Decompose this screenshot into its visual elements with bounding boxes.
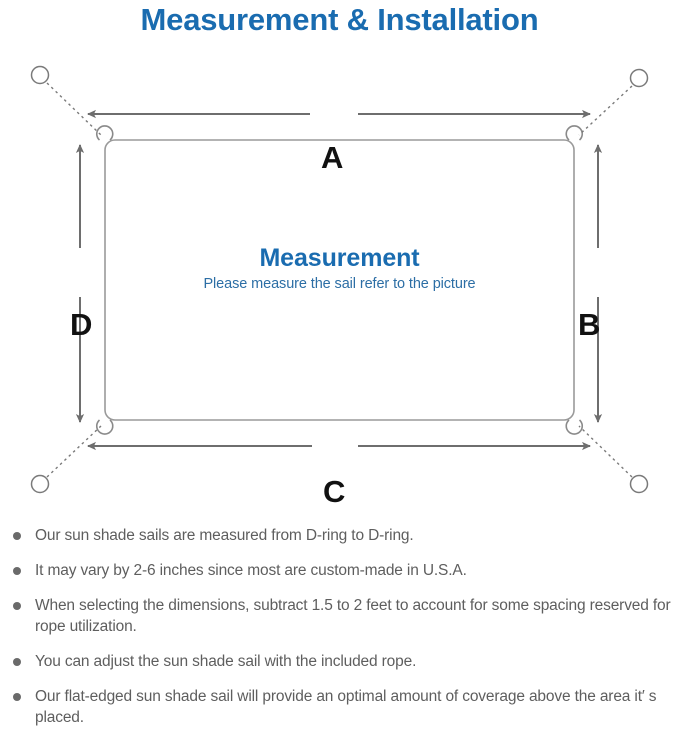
bullet-icon <box>13 658 21 666</box>
note-text: You can adjust the sun shade sail with t… <box>35 653 417 670</box>
anchor-ring-bottom-right <box>629 474 649 494</box>
rope-line-bottom-left <box>46 425 102 478</box>
bullet-icon <box>13 602 21 610</box>
note-text: It may vary by 2-6 inches since most are… <box>35 562 467 579</box>
list-item: Our flat-edged sun shade sail will provi… <box>10 686 672 728</box>
rope-line-top-left <box>46 82 102 136</box>
note-text: Our flat-edged sun shade sail will provi… <box>35 688 657 726</box>
list-item: You can adjust the sun shade sail with t… <box>10 651 672 672</box>
bullet-icon <box>13 693 21 701</box>
d-ring-top-right <box>565 125 584 141</box>
d-ring-bottom-right <box>565 419 584 435</box>
list-item: When selecting the dimensions, subtract … <box>10 595 672 637</box>
note-text: Our sun shade sails are measured from D-… <box>35 527 414 544</box>
diagram-svg <box>30 65 649 494</box>
measurement-diagram: A B C D Measurement Please measure the s… <box>0 48 679 513</box>
rope-line-top-right <box>578 85 633 136</box>
anchor-ring-bottom-left <box>30 474 50 494</box>
bullet-icon <box>13 532 21 540</box>
rope-line-bottom-right <box>578 425 633 478</box>
notes-list: Our sun shade sails are measured from D-… <box>10 525 672 728</box>
anchor-ring-top-left <box>30 65 50 85</box>
d-ring-bottom-left <box>95 419 114 435</box>
bullet-icon <box>13 567 21 575</box>
d-ring-top-left <box>95 125 114 141</box>
page-title: Measurement & Installation <box>140 2 539 37</box>
anchor-ring-top-right <box>629 68 649 88</box>
note-text: When selecting the dimensions, subtract … <box>35 597 671 635</box>
list-item: It may vary by 2-6 inches since most are… <box>10 560 672 581</box>
sail-body <box>104 139 575 421</box>
list-item: Our sun shade sails are measured from D-… <box>10 525 672 546</box>
